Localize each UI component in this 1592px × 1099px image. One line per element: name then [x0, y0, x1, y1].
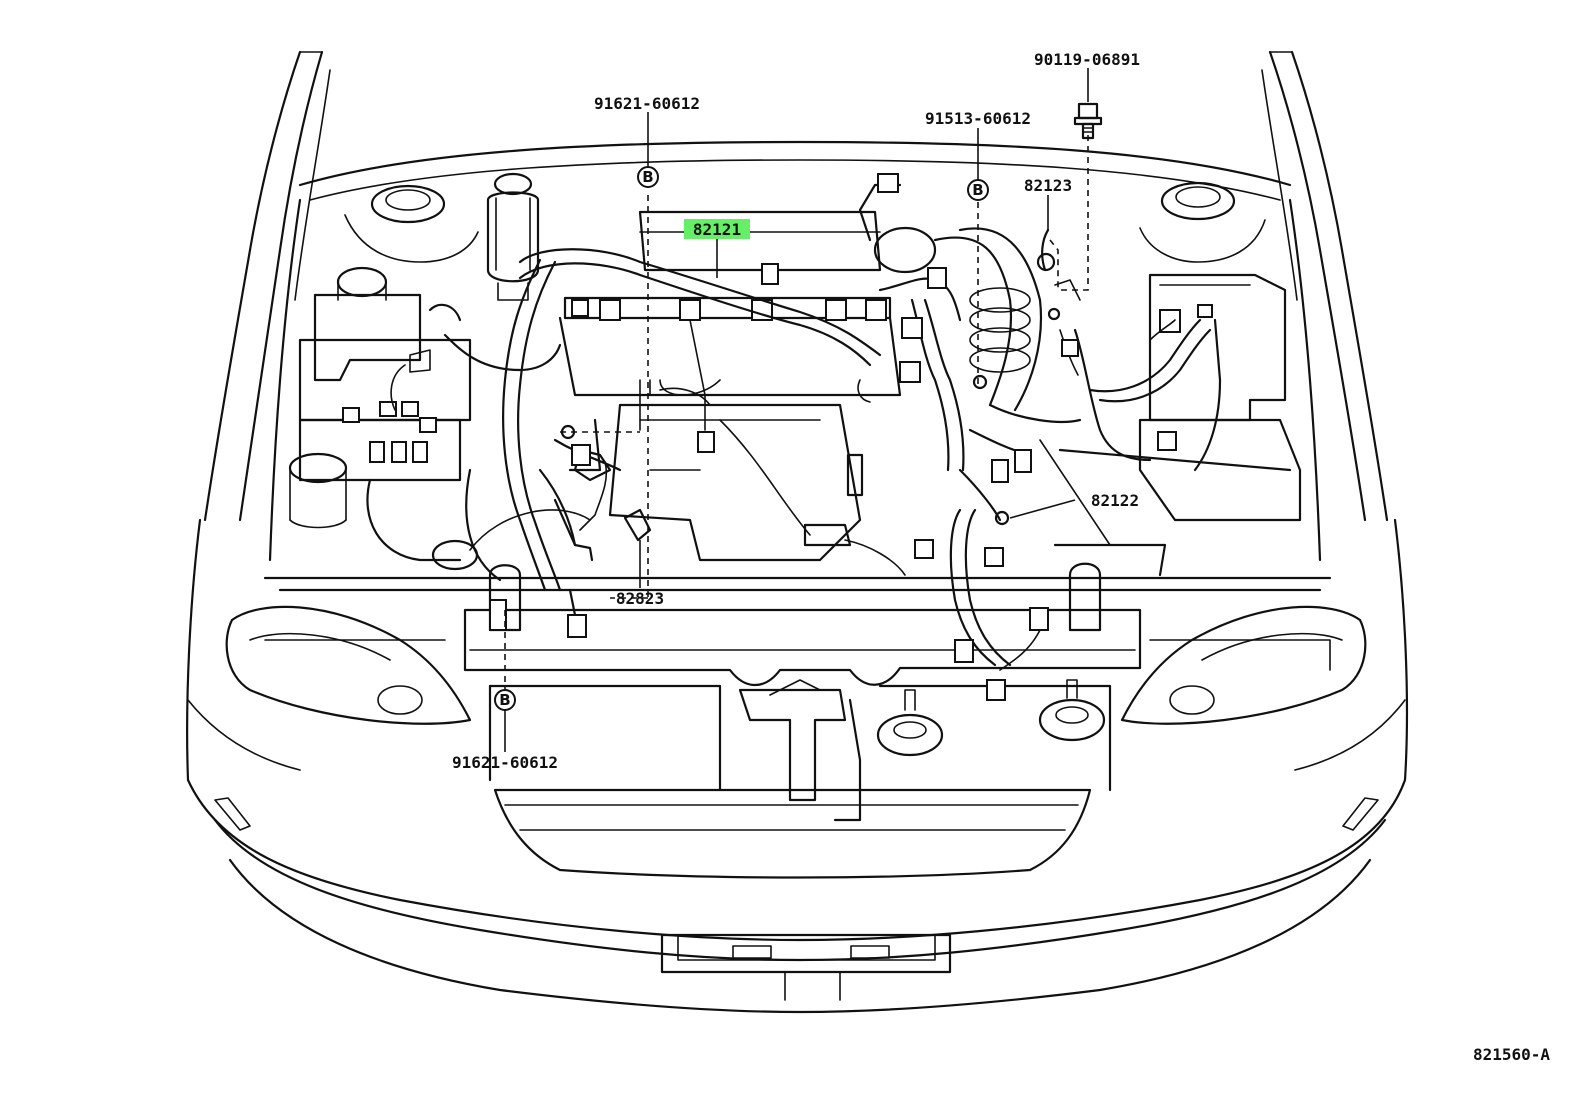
marker-b-right: B — [967, 179, 989, 201]
highlight-82121 — [684, 219, 750, 239]
bolt-90119 — [1073, 102, 1103, 140]
part-label-90119[interactable]: 90119-06891 — [1034, 50, 1140, 69]
wiring-harness — [390, 173, 1222, 701]
radiator-support — [263, 576, 1332, 822]
marker-b-right-text: B — [972, 181, 983, 199]
vehicle-body — [186, 50, 1409, 1014]
callout-leaders — [504, 68, 1089, 752]
part-label-91513[interactable]: 91513-60612 — [925, 109, 1031, 128]
part-label-91621-bottom[interactable]: 91621-60612 — [452, 753, 558, 772]
dashed-leaders — [504, 135, 1089, 690]
part-label-82123[interactable]: 82123 — [1024, 176, 1072, 195]
marker-b-top: B — [637, 166, 659, 188]
engine-components — [288, 172, 1302, 632]
part-label-91621-top[interactable]: 91621-60612 — [594, 94, 700, 113]
part-label-82121[interactable]: 82121 — [693, 220, 741, 239]
marker-b-bottom-text: B — [499, 691, 510, 709]
marker-b-bottom: B — [494, 689, 516, 711]
figure-code: 821560-A — [1473, 1045, 1550, 1064]
marker-b-top-text: B — [642, 168, 653, 186]
part-label-82122[interactable]: 82122 — [1091, 491, 1139, 510]
part-label-82823[interactable]: 82823 — [616, 589, 664, 608]
